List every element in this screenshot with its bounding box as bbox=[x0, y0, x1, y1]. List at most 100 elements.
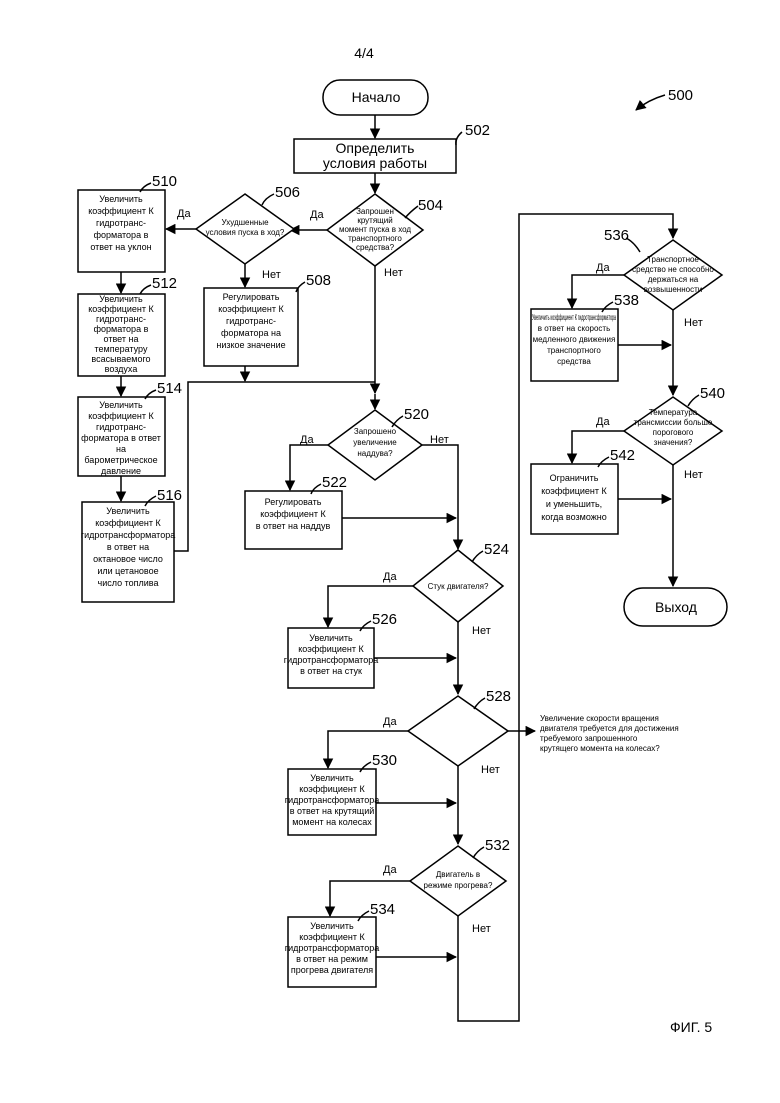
yes-label: Да bbox=[383, 571, 397, 583]
svg-text:давление: давление bbox=[101, 466, 141, 476]
svg-text:когда возможно: когда возможно bbox=[541, 512, 606, 522]
yes-label: Да bbox=[310, 209, 324, 221]
node-542-limit-and-decrease: Ограничить коэффициент К и уменьшить, ко… bbox=[531, 464, 618, 534]
svg-text:ответ на уклон: ответ на уклон bbox=[90, 242, 151, 252]
svg-text:средства?: средства? bbox=[356, 243, 395, 252]
node-528-question: требуемого запрошенного bbox=[540, 734, 638, 743]
svg-text:на: на bbox=[116, 444, 126, 454]
svg-text:транспортного: транспортного bbox=[348, 234, 402, 243]
ref-label: 504 bbox=[418, 197, 443, 214]
ref-label: 516 bbox=[157, 487, 182, 504]
svg-text:коэффициент К: коэффициент К bbox=[299, 784, 365, 794]
node-528-question: крутящего момента на колесах? bbox=[540, 744, 660, 753]
svg-text:наддува?: наддува? bbox=[357, 449, 393, 458]
ref-label: 506 bbox=[275, 184, 300, 201]
svg-text:коэффициент К: коэффициент К bbox=[95, 518, 161, 528]
ref-label: 508 bbox=[306, 272, 331, 289]
node-510-increase-on-slope: Увеличить коэффициент К гидротранс- форм… bbox=[78, 190, 165, 272]
svg-text:трансмиссии больше: трансмиссии больше bbox=[634, 418, 713, 427]
ref-label: 540 bbox=[700, 385, 725, 402]
page-number: 4/4 bbox=[354, 45, 374, 61]
svg-text:держаться на: держаться на bbox=[648, 275, 699, 284]
node-540-transmission-temp: Температура трансмиссии больше пороговог… bbox=[624, 397, 722, 465]
svg-text:условия пуска в ход?: условия пуска в ход? bbox=[206, 228, 285, 237]
svg-text:крутящий: крутящий bbox=[357, 216, 392, 225]
svg-text:ответ на: ответ на bbox=[104, 334, 139, 344]
node-528-question: Увеличение скорости вращения bbox=[540, 714, 659, 723]
svg-text:значения?: значения? bbox=[654, 438, 693, 447]
node-530-increase-wheel-torque: Увеличить коэффициент К гидротрансформат… bbox=[285, 769, 379, 835]
figure-ref-arrow bbox=[636, 95, 665, 110]
ref-label: 512 bbox=[152, 275, 177, 292]
node-522-adjust-boost: Регулировать коэффициент К в ответ на на… bbox=[245, 491, 342, 549]
no-label: Нет bbox=[684, 317, 703, 329]
svg-text:гидротранс-: гидротранс- bbox=[96, 422, 146, 432]
node-516-increase-fuel-octane: Увеличить коэффициент К гидротрансформат… bbox=[81, 502, 175, 602]
svg-text:Выход: Выход bbox=[655, 599, 697, 615]
svg-text:в ответ на крутящий: в ответ на крутящий bbox=[290, 806, 375, 816]
no-label: Нет bbox=[430, 434, 449, 446]
svg-text:коэффициент К: коэффициент К bbox=[88, 411, 154, 421]
svg-text:Регулировать: Регулировать bbox=[223, 292, 280, 302]
svg-text:в ответ на: в ответ на bbox=[107, 542, 149, 552]
svg-text:момент на колесах: момент на колесах bbox=[292, 817, 372, 827]
svg-text:коэффициент К: коэффициент К bbox=[299, 932, 365, 942]
yes-label: Да bbox=[596, 262, 610, 274]
svg-text:средства: средства bbox=[557, 357, 591, 366]
node-502-determine-conditions: Определить условия работы bbox=[294, 139, 456, 173]
no-label: Нет bbox=[262, 269, 281, 281]
svg-text:температуру: температуру bbox=[95, 344, 148, 354]
svg-text:в ответ на наддув: в ответ на наддув bbox=[256, 521, 331, 531]
no-label: Нет bbox=[684, 469, 703, 481]
svg-text:гидротрансформатора: гидротрансформатора bbox=[81, 530, 175, 540]
svg-text:гидротранс-: гидротранс- bbox=[96, 314, 146, 324]
svg-text:барометрическое: барометрическое bbox=[84, 455, 157, 465]
ref-label: 538 bbox=[614, 292, 639, 309]
figure-ref-number: 500 bbox=[668, 87, 693, 104]
svg-text:Увеличить: Увеличить bbox=[310, 921, 354, 931]
ref-label: 524 bbox=[484, 541, 509, 558]
svg-text:Начало: Начало bbox=[352, 89, 401, 105]
svg-text:число топлива: число топлива bbox=[98, 578, 159, 588]
svg-text:Ограничить: Ограничить bbox=[550, 473, 599, 483]
svg-text:гидротранс-: гидротранс- bbox=[96, 218, 146, 228]
svg-text:низкое значение: низкое значение bbox=[216, 340, 285, 350]
node-528-speed-increase-needed bbox=[408, 696, 508, 766]
svg-text:режиме прогрева?: режиме прогрева? bbox=[424, 881, 493, 890]
no-label: Нет bbox=[472, 625, 491, 637]
yes-label: Да bbox=[177, 208, 191, 220]
svg-text:порогового: порогового bbox=[653, 428, 694, 437]
svg-text:увеличение: увеличение bbox=[353, 438, 397, 447]
svg-text:Увеличить: Увеличить bbox=[99, 400, 143, 410]
node-504-startup-torque-requested: Запрошен крутящий момент пуска в ход тра… bbox=[327, 194, 423, 266]
ref-label: 514 bbox=[157, 380, 182, 397]
svg-text:Увеличить: Увеличить bbox=[99, 294, 143, 304]
svg-text:Увеличить: Увеличить bbox=[310, 773, 354, 783]
svg-text:в ответ на режим: в ответ на режим bbox=[296, 954, 368, 964]
svg-text:воздуха: воздуха bbox=[105, 364, 138, 374]
svg-text:в ответ на стук: в ответ на стук bbox=[300, 666, 362, 676]
svg-text:Ухудшенные: Ухудшенные bbox=[221, 218, 269, 227]
figure-label: ФИГ. 5 bbox=[670, 1019, 712, 1035]
ref-label: 528 bbox=[486, 688, 511, 705]
node-508-adjust-low: Регулировать коэффициент К гидротранс- ф… bbox=[204, 288, 298, 366]
svg-text:Определить: Определить bbox=[336, 140, 415, 156]
svg-text:форматора на: форматора на bbox=[221, 328, 281, 338]
svg-text:Запрошен: Запрошен bbox=[356, 207, 394, 216]
no-label: Нет bbox=[472, 923, 491, 935]
start-terminal: Начало bbox=[323, 80, 428, 115]
svg-text:гидротрансформатора: гидротрансформатора bbox=[285, 795, 379, 805]
svg-text:медленного движения: медленного движения bbox=[533, 335, 616, 344]
yes-label: Да bbox=[383, 716, 397, 728]
svg-text:транспортного: транспортного bbox=[547, 346, 601, 355]
svg-text:форматора в ответ: форматора в ответ bbox=[81, 433, 161, 443]
svg-text:коэффициент К: коэффициент К bbox=[298, 644, 364, 654]
svg-text:Запрошено: Запрошено bbox=[354, 427, 397, 436]
no-label: Нет bbox=[384, 267, 403, 279]
svg-text:гидротрансформатора: гидротрансформатора bbox=[285, 943, 379, 953]
svg-text:Транспортное: Транспортное bbox=[647, 255, 699, 264]
svg-text:Увеличить коэффициент К гидрот: Увеличить коэффициент К гидротрансформат… bbox=[532, 313, 616, 322]
yes-label: Да bbox=[383, 864, 397, 876]
svg-text:всасываемого: всасываемого bbox=[91, 354, 150, 364]
